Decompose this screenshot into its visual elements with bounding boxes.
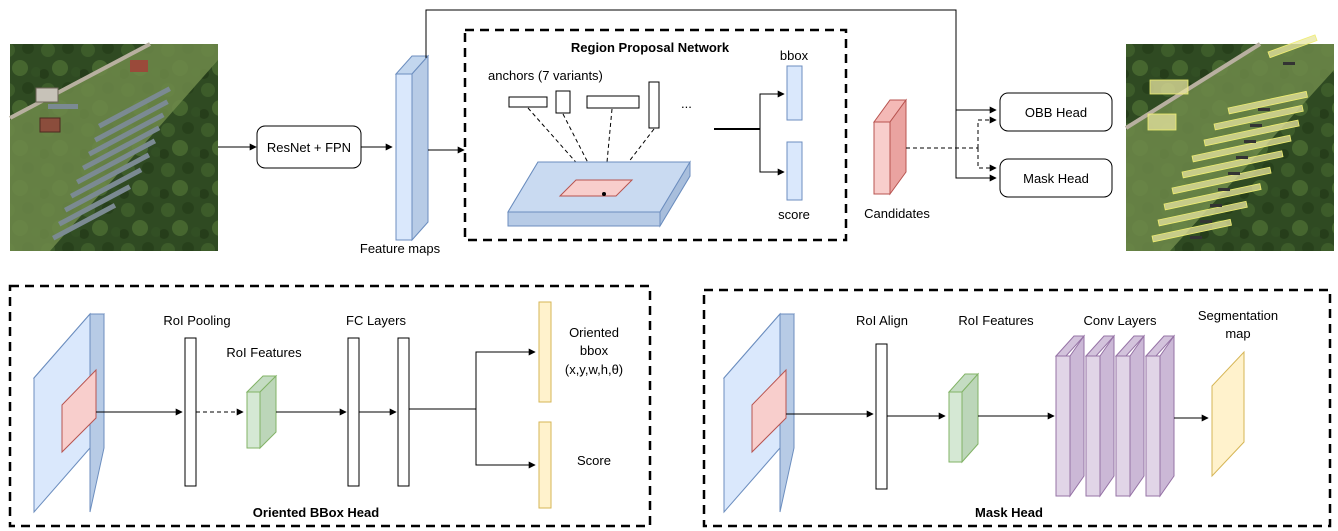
backbone-box: ResNet + FPN: [256, 125, 362, 169]
anchors-label: anchors (7 variants): [488, 68, 603, 83]
candidates-label: Candidates: [864, 206, 930, 221]
roi-pooling-bar: [184, 337, 197, 487]
segmentation-label-line2: map: [1225, 326, 1250, 341]
backbone-label: ResNet + FPN: [267, 140, 351, 155]
oriented-bbox-bar: [538, 301, 552, 403]
rpn-feature-plane: [507, 160, 691, 228]
mask-roi-features-slab: [947, 372, 980, 464]
mask-head-box: Mask Head: [999, 158, 1113, 198]
score-output-bar: [538, 421, 552, 509]
oriented-bbox-label-line1: Oriented: [569, 325, 619, 340]
obb-panel-box: [8, 284, 652, 528]
rpn-title: Region Proposal Network: [571, 40, 730, 55]
arrow-to-score: [759, 129, 785, 176]
candidates-dashed-arrows: [906, 116, 997, 172]
anchor-boxes: [508, 81, 660, 129]
arrow-to-score-output: [475, 409, 536, 469]
arrow-to-oriented-bbox: [475, 348, 536, 409]
feature-maps-slab: [394, 54, 430, 242]
conv-layers-stack: [1054, 334, 1176, 498]
rpn-box: [463, 28, 848, 242]
output-aerial-image: [1124, 34, 1334, 251]
feature-maps-label: Feature maps: [360, 241, 441, 256]
mask-input-feature-slab: [722, 312, 796, 514]
segmentation-label-line1: Segmentation: [1198, 308, 1278, 323]
obb-roi-features-label: RoI Features: [226, 345, 302, 360]
mask-head-label: Mask Head: [1023, 171, 1089, 186]
mask-roi-features-label: RoI Features: [958, 313, 1034, 328]
roi-pooling-label: RoI Pooling: [163, 313, 230, 328]
segmentation-map-plane: [1211, 350, 1245, 478]
mask-panel-title: Mask Head: [975, 505, 1043, 520]
bbox-bar: [786, 65, 803, 121]
arrow-features-to-mask-head: [955, 110, 997, 182]
roi-align-label: RoI Align: [856, 313, 908, 328]
candidates-slab: [873, 98, 907, 196]
oriented-bbox-label-line3: (x,y,w,h,θ): [565, 362, 623, 377]
bbox-label: bbox: [780, 48, 809, 63]
score-output-label: Score: [577, 453, 611, 468]
conv-layers-label: Conv Layers: [1084, 313, 1157, 328]
obb-head-box: OBB Head: [999, 92, 1113, 132]
score-label: score: [778, 207, 810, 222]
input-aerial-image: [9, 42, 218, 251]
arrow-features-to-obb-head: [425, 9, 997, 114]
mask-panel-box: [702, 288, 1332, 528]
fc-layer-1: [347, 337, 360, 487]
score-bar: [786, 141, 803, 201]
fc-layers-label: FC Layers: [346, 313, 406, 328]
fc-layer-2: [397, 337, 410, 487]
anchors-ellipsis: ...: [681, 96, 692, 111]
obb-head-label: OBB Head: [1025, 105, 1087, 120]
roi-align-bar: [875, 343, 888, 490]
obb-panel-title: Oriented BBox Head: [253, 505, 379, 520]
arrow-to-bbox: [759, 90, 785, 129]
obb-roi-features-slab: [245, 374, 278, 450]
obb-input-feature-slab: [32, 312, 106, 514]
oriented-bbox-label-line2: bbox: [580, 343, 609, 358]
